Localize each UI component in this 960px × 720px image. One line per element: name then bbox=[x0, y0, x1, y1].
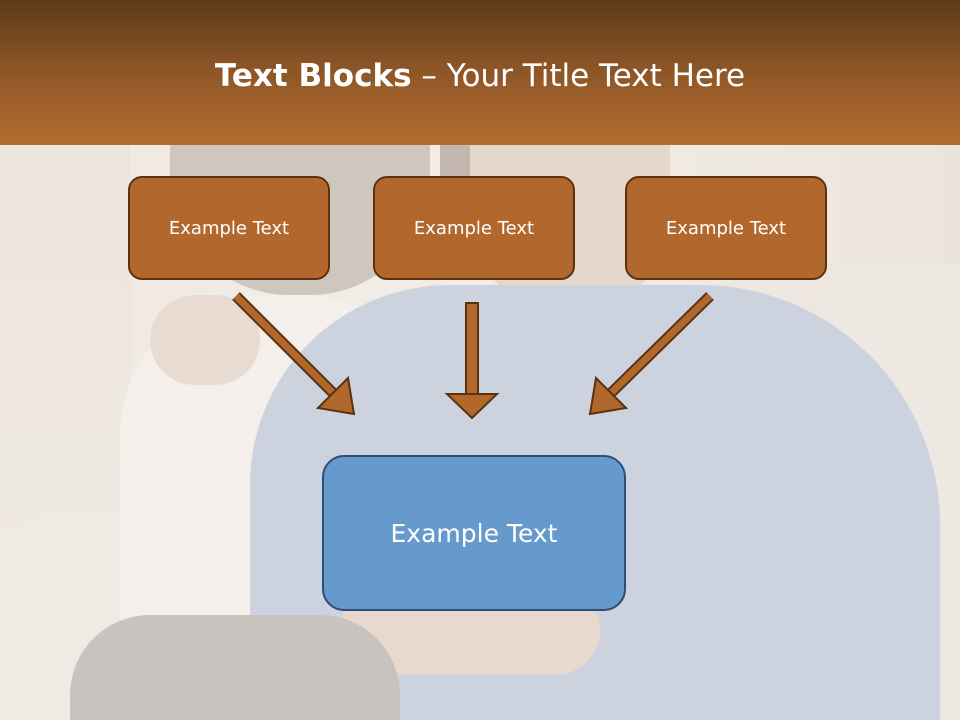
text-block-center-label: Example Text bbox=[413, 217, 535, 239]
text-block-right[interactable]: Example Text bbox=[625, 176, 827, 280]
title-band bbox=[0, 0, 960, 145]
text-block-right-label: Example Text bbox=[665, 217, 787, 239]
text-block-left[interactable]: Example Text bbox=[128, 176, 330, 280]
slide-title: Text Blocks – Your Title Text Here bbox=[0, 56, 960, 96]
title-bold: Text Blocks bbox=[214, 58, 412, 94]
title-rest: – Your Title Text Here bbox=[411, 58, 746, 94]
arrow-right-diagonal bbox=[588, 292, 714, 416]
text-block-left-label: Example Text bbox=[168, 217, 290, 239]
text-block-center[interactable]: Example Text bbox=[373, 176, 575, 280]
arrow-center-down bbox=[444, 302, 500, 420]
arrow-left-diagonal bbox=[232, 292, 356, 416]
text-block-bottom[interactable]: Example Text bbox=[322, 455, 626, 611]
text-block-bottom-label: Example Text bbox=[390, 518, 558, 548]
